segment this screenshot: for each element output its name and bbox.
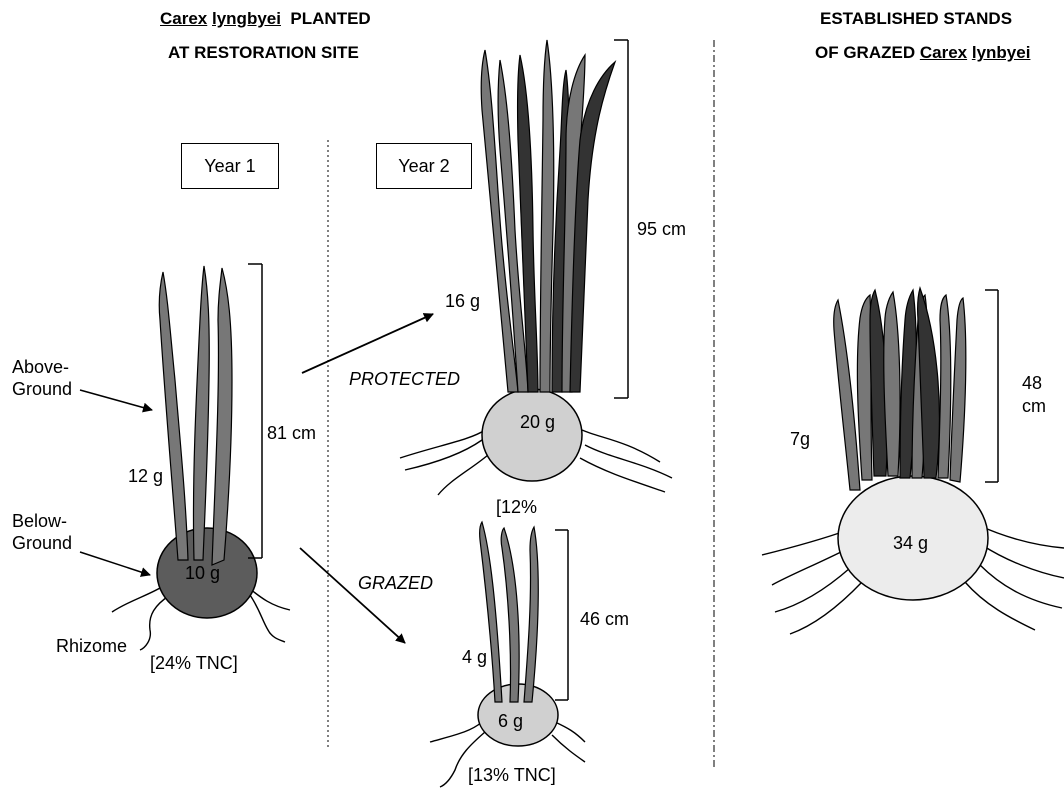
right-title-line2: OF GRAZED Carex lynbyei: [815, 44, 1030, 61]
left-title-genus: Carex: [160, 9, 207, 28]
grazed-tnc-label: [13% TNC]: [468, 766, 556, 784]
year1-box: Year 1: [181, 143, 279, 189]
rhizome-label: Rhizome: [56, 637, 127, 655]
right-title-species: lynbyei: [972, 43, 1031, 62]
year1-plant: [112, 266, 290, 650]
protected-root-mass: [482, 389, 582, 481]
protected-root-mass-label: 20 g: [520, 413, 555, 431]
year1-height-label: 81 cm: [267, 424, 316, 442]
left-title-tail: PLANTED: [290, 9, 370, 28]
protected-shoot-mass: 16 g: [445, 292, 480, 310]
protected-tnc-label: [12%: [496, 498, 537, 516]
right-title-line1: ESTABLISHED STANDS: [820, 10, 1012, 27]
year1-leaves: [159, 266, 232, 565]
grazed-plant: [430, 522, 585, 787]
left-title-line1: Carex lyngbyei PLANTED: [160, 10, 371, 27]
year1-shoot-mass: 12 g: [128, 467, 163, 485]
grazed-height-label: 46 cm: [580, 610, 629, 628]
right-title-genus: Carex: [920, 43, 967, 62]
above-ground-label: Above- Ground: [12, 357, 72, 400]
grazed-shoot-mass: 4 g: [462, 648, 487, 666]
left-title-species: lyngbyei: [212, 9, 281, 28]
grazed-arrow: [300, 548, 405, 643]
above-ground-arrow: [80, 390, 152, 410]
established-plant: [762, 288, 1064, 634]
established-leaves: [834, 288, 966, 490]
below-ground-arrow: [80, 552, 150, 575]
year1-tnc-label: [24% TNC]: [150, 654, 238, 672]
year2-box: Year 2: [376, 143, 472, 189]
protected-height-label: 95 cm: [637, 220, 686, 238]
protected-arrow: [302, 314, 433, 373]
right-title-prefix: OF GRAZED: [815, 43, 915, 62]
protected-leaves: [481, 40, 615, 392]
established-shoot-mass: 7g: [790, 430, 810, 448]
grazed-leaves: [480, 522, 539, 702]
established-height-label: 48 cm: [1022, 372, 1046, 417]
protected-label: PROTECTED: [349, 370, 460, 388]
established-root-mass-label: 34 g: [893, 534, 928, 552]
below-ground-label: Below- Ground: [12, 511, 72, 554]
year1-root-mass-label: 10 g: [185, 564, 220, 582]
grazed-label: GRAZED: [358, 574, 433, 592]
grazed-root-mass-label: 6 g: [498, 712, 523, 730]
left-title-line2: AT RESTORATION SITE: [168, 44, 359, 61]
